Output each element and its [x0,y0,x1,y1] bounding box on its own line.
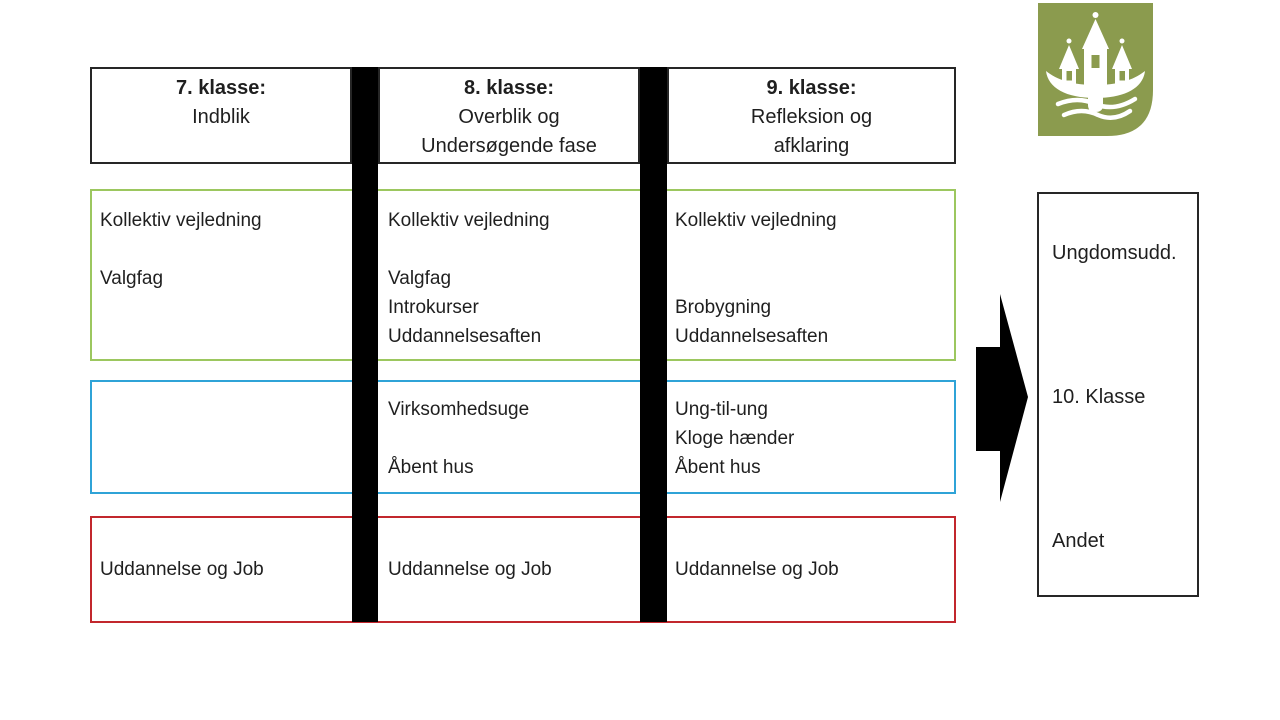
column-header-7-klasse: 7. klasse: Indblik [90,67,352,164]
cell-8-aktiviteter: Virksomhedsuge Åbent hus [388,399,530,478]
header-subtitle: Refleksion og afklaring [750,106,873,157]
outcome-ungdomsudd: Ungdomsudd. [1052,242,1177,264]
cell-9-uddannelse-og-job: Uddannelse og Job [675,559,839,580]
forward-arrow-icon [976,294,1028,502]
column-header-9-klasse: 9. klasse: Refleksion og afklaring [667,67,956,164]
cell-8-kollektiv: Kollektiv vejledning Valgfag Introkurser… [388,210,550,347]
cell-9-kollektiv: Kollektiv vejledning Brobygning Uddannel… [675,210,837,347]
castle-on-boat-icon [1038,3,1153,136]
header-title: 7. klasse: [175,77,267,99]
outcome-box: Ungdomsudd. 10. Klasse Andet [1037,192,1199,597]
cell-7-kollektiv: Kollektiv vejledning Valgfag [100,210,262,289]
cell-7-uddannelse-og-job: Uddannelse og Job [100,559,264,580]
cell-9-aktiviteter: Ung-til-ung Kloge hænder Åbent hus [675,399,795,478]
row-uddannelse-og-job: Uddannelse og Job Uddannelse og Job Udda… [90,516,956,623]
row-aktiviteter: Virksomhedsuge Åbent hus Ung-til-ung Klo… [90,380,956,494]
outcome-andet: Andet [1052,530,1105,552]
outcome-10-klasse: 10. Klasse [1052,386,1146,408]
cell-8-uddannelse-og-job: Uddannelse og Job [388,559,552,580]
divider-bar-2 [640,67,667,622]
header-subtitle: Overblik og Undersøgende fase [421,106,597,157]
header-title: 9. klasse: [766,77,857,99]
header-subtitle: Indblik [192,106,250,128]
header-title: 8. klasse: [463,77,555,99]
municipality-logo [1038,3,1153,136]
column-header-8-klasse: 8. klasse: Overblik og Undersøgende fase [378,67,640,164]
divider-bar-1 [352,67,378,622]
row-kollektiv-vejledning: Kollektiv vejledning Valgfag Kollektiv v… [90,189,956,361]
cell-7-aktiviteter [100,382,380,492]
